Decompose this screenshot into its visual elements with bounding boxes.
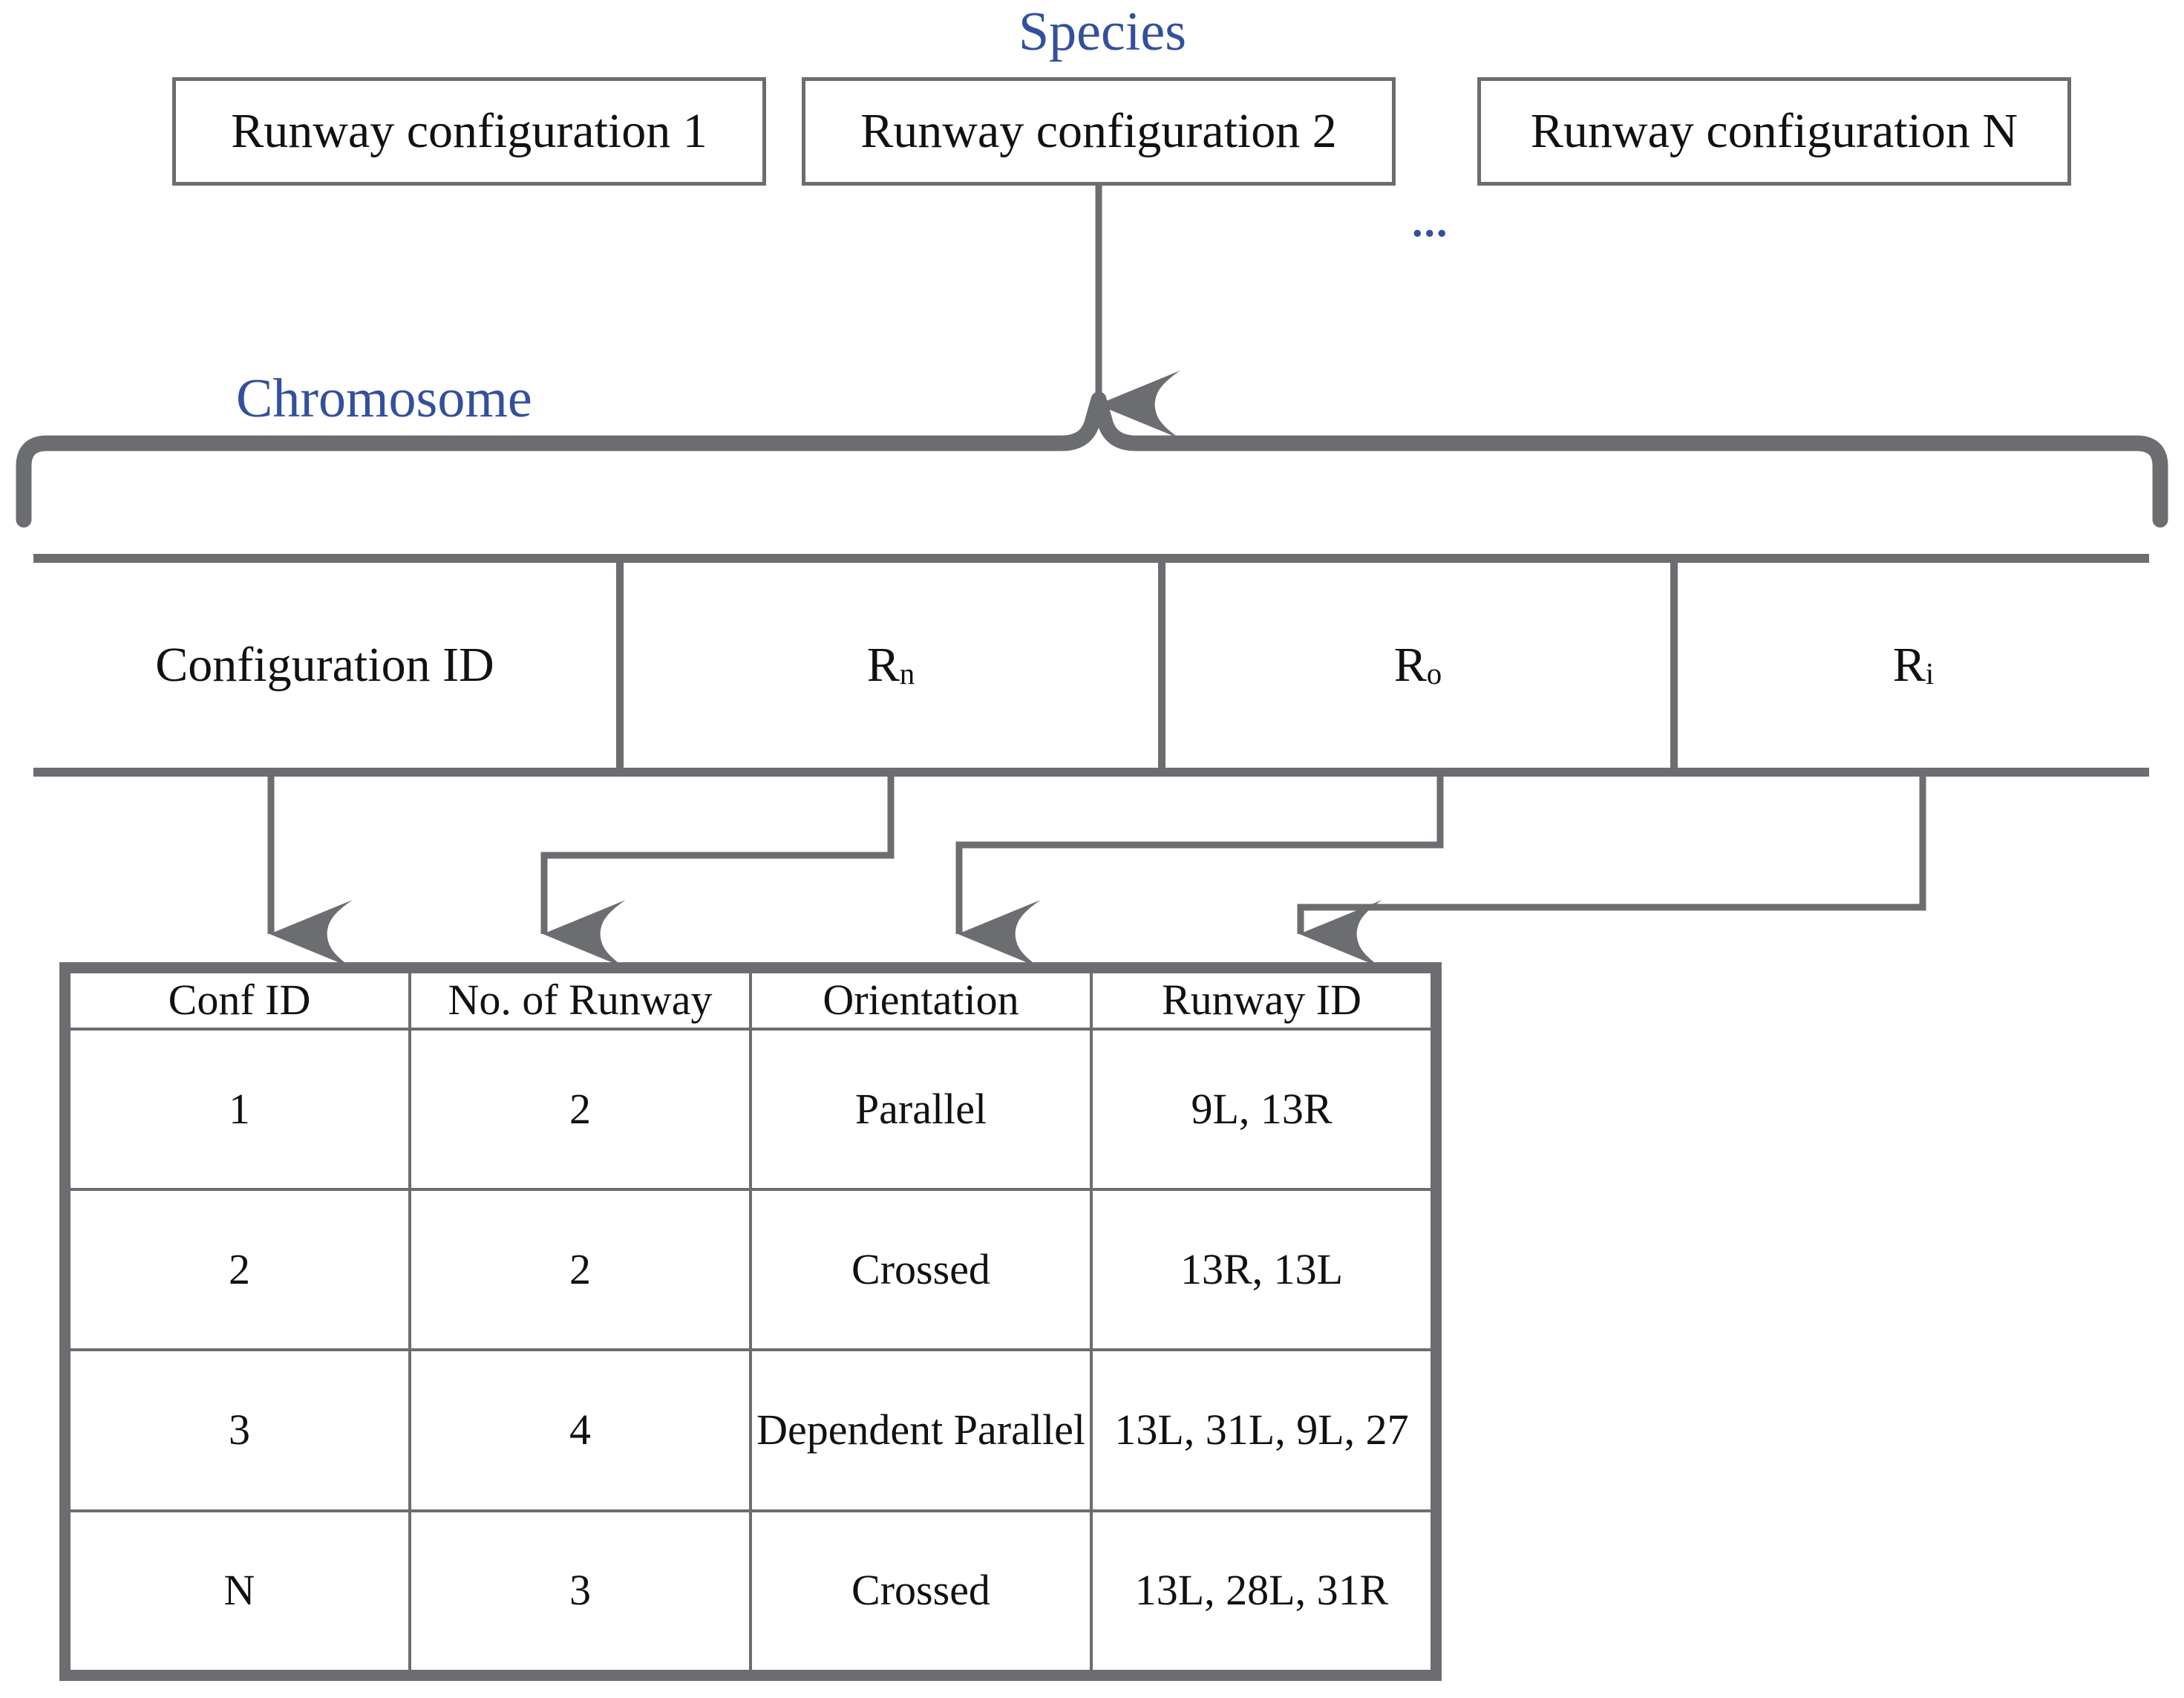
cell-runway-id: 13R, 13L [1090, 1188, 1433, 1352]
species-label: Species [1019, 1, 1187, 62]
cell-no-of-runway: 2 [408, 1188, 752, 1352]
table-row: 3 4 Dependent Parallel 13L, 31L, 9L, 27 [68, 1348, 1433, 1512]
chromosome-cell-ri-sub: i [1925, 656, 1935, 690]
cell-orientation: Crossed [749, 1188, 1093, 1352]
species-box-n-label: Runway configuration N [1530, 104, 2018, 158]
species-box-2[interactable]: Runway configuration 2 [802, 77, 1396, 186]
species-box-1-label: Runway configuration 1 [231, 104, 707, 158]
table-header-orientation: Orientation [749, 970, 1093, 1031]
cell-runway-id: 9L, 13R [1090, 1027, 1433, 1192]
species-box-n[interactable]: Runway configuration N [1477, 77, 2071, 186]
table-header-no-of-runway: No. of Runway [408, 970, 752, 1031]
cell-orientation: Parallel [749, 1027, 1093, 1192]
table-header-conf-id: Conf ID [68, 970, 411, 1031]
table-row: 1 2 Parallel 9L, 13R [68, 1027, 1433, 1192]
cell-conf-id: 3 [68, 1348, 411, 1512]
cell-no-of-runway: 2 [408, 1027, 752, 1192]
table-header-row: Conf ID No. of Runway Orientation Runway… [68, 970, 1433, 1031]
cell-orientation: Dependent Parallel [749, 1348, 1093, 1512]
connector-rn [540, 777, 895, 968]
chromosome-cell-ro-sub: o [1426, 656, 1442, 690]
table-row: N 3 Crossed 13L, 28L, 31R [68, 1509, 1433, 1673]
table-header-runway-id: Runway ID [1090, 970, 1433, 1031]
chromosome-cell-configuration-id[interactable]: Configuration ID [33, 563, 620, 768]
connector-ro [955, 777, 1444, 968]
cell-conf-id: 2 [68, 1188, 411, 1352]
species-box-1[interactable]: Runway configuration 1 [172, 77, 766, 186]
cell-orientation: Crossed [749, 1509, 1093, 1673]
chromosome-label: Chromosome [236, 368, 532, 429]
runway-configuration-table: Conf ID No. of Runway Orientation Runway… [59, 962, 1442, 1681]
cell-no-of-runway: 4 [408, 1348, 752, 1512]
cell-no-of-runway: 3 [408, 1509, 752, 1673]
chromosome-cell-configuration-id-label: Configuration ID [155, 638, 494, 692]
cell-runway-id: 13L, 28L, 31R [1090, 1509, 1433, 1673]
cell-conf-id: N [68, 1509, 411, 1673]
table-row: 2 2 Crossed 13R, 13L [68, 1188, 1433, 1352]
connector-ri [1297, 777, 1926, 968]
cell-conf-id: 1 [68, 1027, 411, 1192]
species-box-2-label: Runway configuration 2 [860, 104, 1337, 158]
chromosome-cell-ri-base: R [1892, 638, 1926, 692]
chromosome-cell-rn-sub: n [899, 656, 915, 690]
species-ellipsis: ... [1412, 197, 1449, 246]
chromosome-cell-rn-base: R [866, 638, 900, 692]
chromosome-cell-ro-base: R [1393, 638, 1427, 692]
cell-runway-id: 13L, 31L, 9L, 27 [1090, 1348, 1433, 1512]
